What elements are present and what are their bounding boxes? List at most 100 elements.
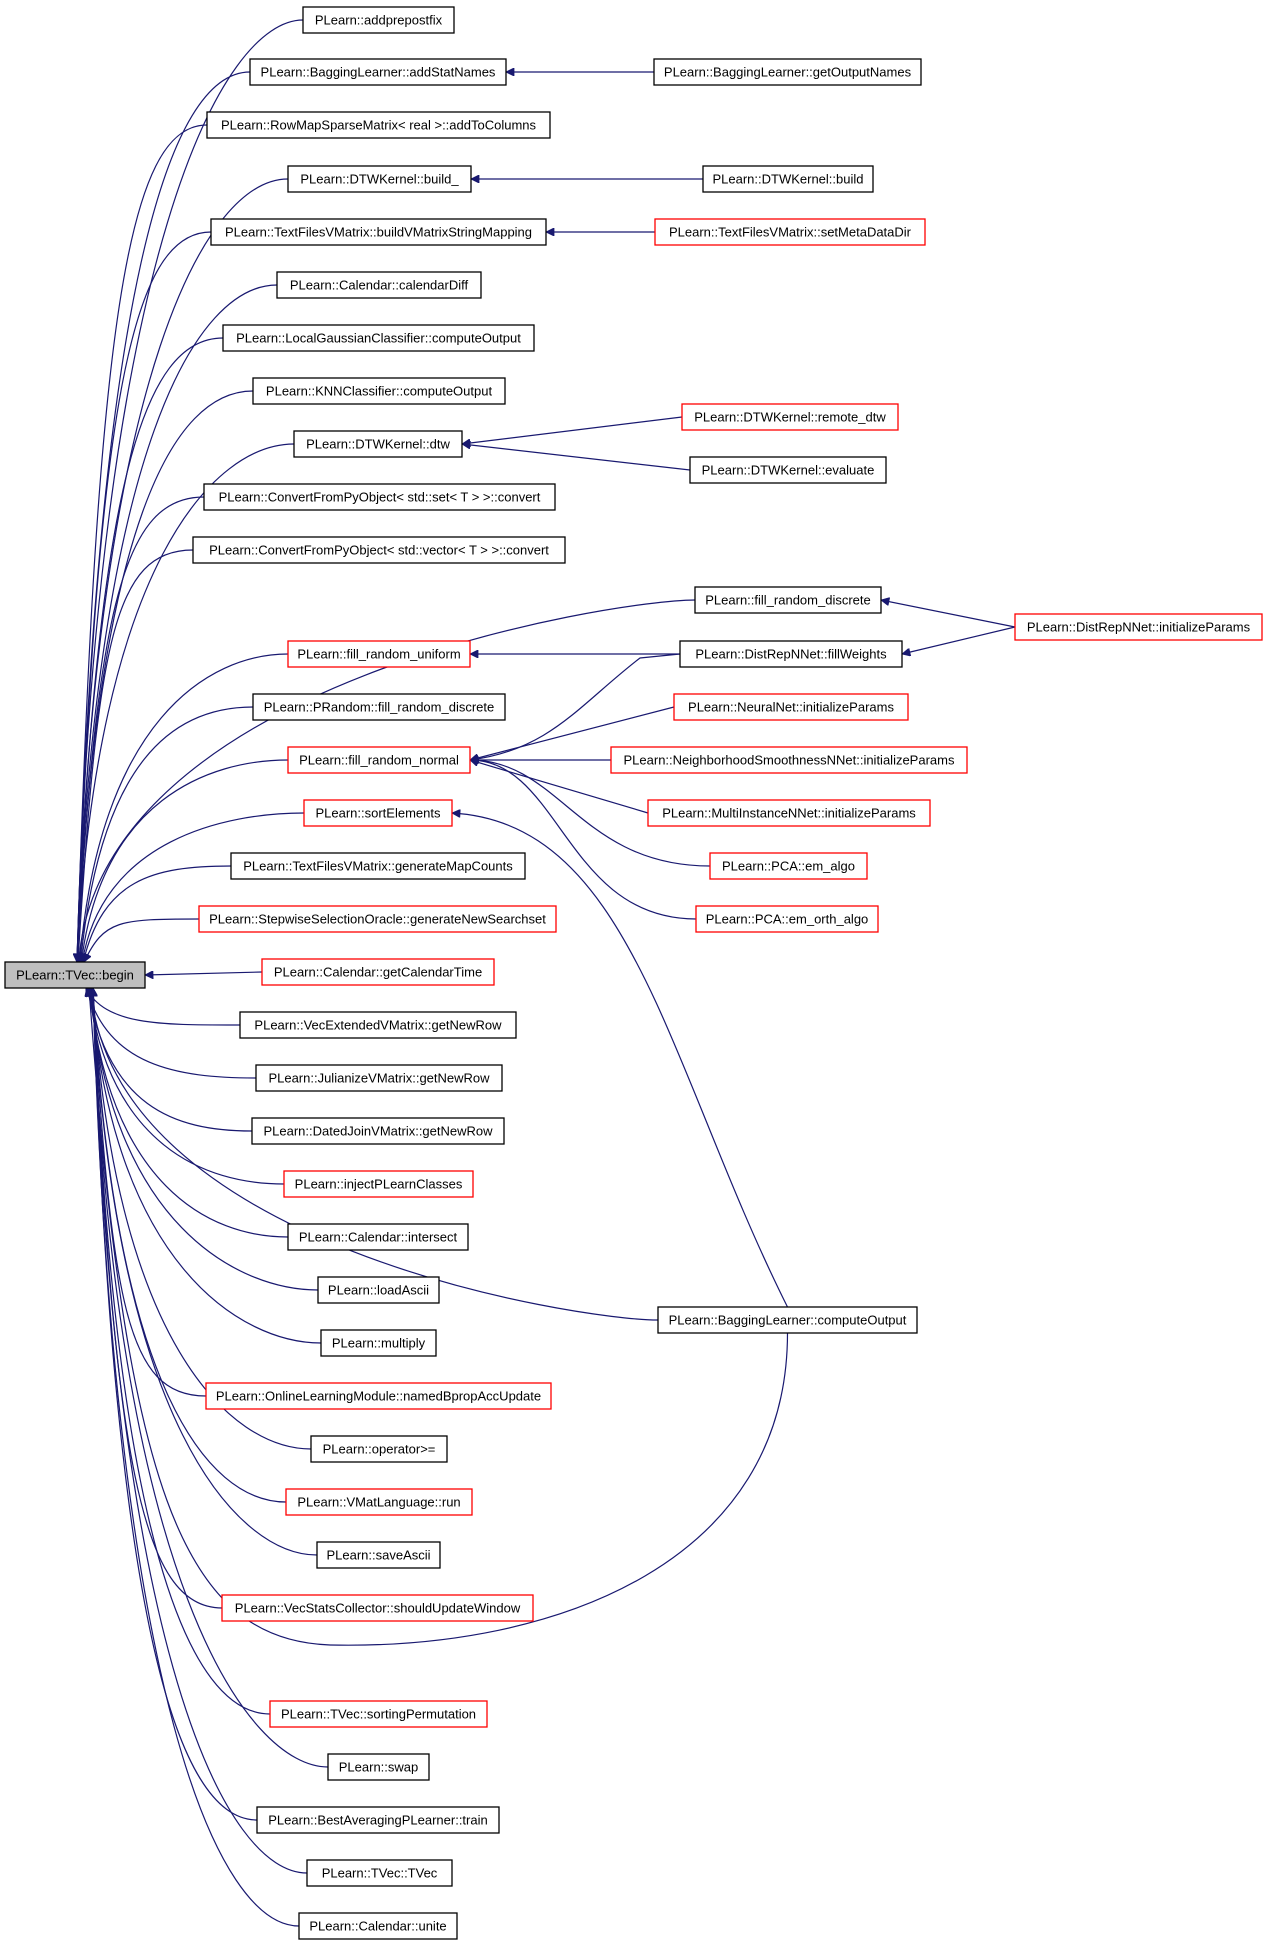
node-opge[interactable]: PLearn::operator>= [310, 1435, 448, 1463]
node-sortperm[interactable]: PLearn::TVec::sortingPermutation [269, 1700, 488, 1728]
node-box [255, 1064, 503, 1092]
node-label: PLearn::DistRepNNet::fillWeights [695, 647, 887, 662]
node-box [256, 1806, 500, 1834]
node-box [293, 430, 463, 458]
edge-bag_out-to-root [91, 988, 659, 1321]
edge-opge-to-root [93, 988, 312, 1450]
node-box [298, 1912, 458, 1940]
edge-bag_addstat-to-root [77, 71, 251, 962]
edge-prand_frd-to-root [81, 706, 254, 962]
edge-drn_init-to-drn_fill [902, 626, 1016, 654]
node-fru[interactable]: PLearn::fill_random_uniform [287, 640, 471, 668]
node-dtw-build-[interactable]: PLearn::DTWKernel::build_ [287, 165, 472, 193]
node-tvec[interactable]: PLearn::TVec::TVec [306, 1859, 453, 1887]
node-root[interactable]: PLearn::TVec::begin [4, 961, 146, 989]
node-box [673, 693, 909, 721]
node-label: PLearn::Calendar::getCalendarTime [274, 965, 482, 980]
node-box [287, 640, 471, 668]
node-conv-vec[interactable]: PLearn::ConvertFromPyObject< std::vector… [192, 536, 566, 564]
edge-cal_diff-to-root [77, 284, 278, 962]
node-mi-init[interactable]: PLearn::MultiInstanceNNet::initializePar… [647, 799, 931, 827]
node-frd[interactable]: PLearn::fill_random_discrete [694, 586, 882, 614]
edge-rowmap-to-root [77, 124, 208, 962]
node-vsc[interactable]: PLearn::VecStatsCollector::shouldUpdateW… [221, 1594, 534, 1622]
node-box [276, 271, 482, 299]
node-label: PLearn::DTWKernel::build_ [300, 172, 459, 187]
node-box [287, 1223, 469, 1251]
node-bag-out[interactable]: PLearn::BaggingLearner::computeOutput [657, 1306, 918, 1334]
node-drn-fill[interactable]: PLearn::DistRepNNet::fillWeights [679, 640, 903, 668]
node-datedjoin[interactable]: PLearn::DatedJoinVMatrix::getNewRow [251, 1117, 505, 1145]
node-cal-int[interactable]: PLearn::Calendar::intersect [287, 1223, 469, 1251]
node-sso[interactable]: PLearn::StepwiseSelectionOracle::generat… [198, 905, 557, 933]
edge-dtw_eval-to-dtw_dtw [462, 444, 691, 471]
node-prand-frd[interactable]: PLearn::PRandom::fill_random_discrete [252, 693, 506, 721]
node-conv-set[interactable]: PLearn::ConvertFromPyObject< std::set< T… [203, 483, 556, 511]
node-tf-setmeta[interactable]: PLearn::TextFilesVMatrix::setMetaDataDir [654, 218, 926, 246]
node-pca-emorth[interactable]: PLearn::PCA::em_orth_algo [695, 905, 879, 933]
node-label: PLearn::TextFilesVMatrix::generateMapCou… [243, 859, 513, 874]
node-label: PLearn::multiply [332, 1336, 426, 1351]
node-cal-unite[interactable]: PLearn::Calendar::unite [298, 1912, 458, 1940]
node-box [647, 799, 931, 827]
node-tf-build[interactable]: PLearn::TextFilesVMatrix::buildVMatrixSt… [210, 218, 547, 246]
node-nn-init[interactable]: PLearn::NeuralNet::initializeParams [673, 693, 909, 721]
edge-cal_time-to-root [145, 972, 263, 975]
edge-multiply-to-root [91, 988, 322, 1344]
node-label: PLearn::PCA::em_algo [722, 859, 855, 874]
node-vecext[interactable]: PLearn::VecExtendedVMatrix::getNewRow [239, 1011, 517, 1039]
edge-frn-to-root [81, 759, 289, 962]
node-saveascii[interactable]: PLearn::saveAscii [316, 1541, 441, 1569]
node-label: PLearn::LocalGaussianClassifier::compute… [236, 331, 521, 346]
node-label: PLearn::saveAscii [326, 1548, 430, 1563]
node-rowmap[interactable]: PLearn::RowMapSparseMatrix< real >::addT… [206, 111, 551, 139]
node-box [681, 403, 899, 431]
node-dtw-eval[interactable]: PLearn::DTWKernel::evaluate [689, 456, 887, 484]
node-label: PLearn::TVec::TVec [322, 1866, 438, 1881]
node-knn-out[interactable]: PLearn::KNNClassifier::computeOutput [252, 377, 506, 405]
node-bestavg[interactable]: PLearn::BestAveragingPLearner::train [256, 1806, 500, 1834]
node-olm[interactable]: PLearn::OnlineLearningModule::namedBprop… [205, 1382, 552, 1410]
node-multiply[interactable]: PLearn::multiply [320, 1329, 437, 1357]
node-label: PLearn::VecStatsCollector::shouldUpdateW… [235, 1601, 521, 1616]
node-box [287, 746, 471, 774]
node-julian[interactable]: PLearn::JulianizeVMatrix::getNewRow [255, 1064, 503, 1092]
node-sortel[interactable]: PLearn::sortElements [303, 799, 453, 827]
node-swap[interactable]: PLearn::swap [327, 1753, 430, 1781]
edge-pca_emorth-to-frn [470, 760, 697, 920]
node-tf-genmap[interactable]: PLearn::TextFilesVMatrix::generateMapCou… [230, 852, 526, 880]
node-pca-em[interactable]: PLearn::PCA::em_algo [709, 852, 868, 880]
node-inject[interactable]: PLearn::injectPLearnClasses [283, 1170, 474, 1198]
node-addprepostfix[interactable]: PLearn::addprepostfix [302, 6, 455, 34]
node-dtw-dtw[interactable]: PLearn::DTWKernel::dtw [293, 430, 463, 458]
node-box [221, 1594, 534, 1622]
edge-loadascii-to-root [90, 988, 319, 1291]
node-box [210, 218, 547, 246]
node-dtw-remote[interactable]: PLearn::DTWKernel::remote_dtw [681, 403, 899, 431]
node-nsn-init[interactable]: PLearn::NeighborhoodSmoothnessNNet::init… [610, 746, 968, 774]
edge-nn_init-to-frn [470, 706, 675, 760]
edge-tvec-to-root [93, 988, 308, 1874]
node-box [205, 1382, 552, 1410]
node-label: PLearn::ConvertFromPyObject< std::set< T… [219, 490, 541, 505]
edge-dtw_remote-to-dtw_dtw [462, 416, 683, 444]
node-lgc-out[interactable]: PLearn::LocalGaussianClassifier::compute… [222, 324, 535, 352]
node-label: PLearn::addprepostfix [315, 13, 443, 28]
node-box [269, 1700, 488, 1728]
node-bag-getout[interactable]: PLearn::BaggingLearner::getOutputNames [653, 58, 922, 86]
node-cal-diff[interactable]: PLearn::Calendar::calendarDiff [276, 271, 482, 299]
node-drn-init[interactable]: PLearn::DistRepNNet::initializeParams [1014, 613, 1263, 641]
node-label: PLearn::BaggingLearner::addStatNames [261, 65, 496, 80]
node-frn[interactable]: PLearn::fill_random_normal [287, 746, 471, 774]
node-label: PLearn::fill_random_normal [299, 753, 459, 768]
node-box [261, 958, 495, 986]
node-box [283, 1170, 474, 1198]
node-loadascii[interactable]: PLearn::loadAscii [317, 1276, 440, 1304]
node-vmat-run[interactable]: PLearn::VMatLanguage::run [285, 1488, 473, 1516]
node-dtw-build[interactable]: PLearn::DTWKernel::build [702, 165, 874, 193]
node-cal-time[interactable]: PLearn::Calendar::getCalendarTime [261, 958, 495, 986]
edge-swap-to-root [93, 988, 329, 1768]
node-bag-addstat[interactable]: PLearn::BaggingLearner::addStatNames [249, 58, 507, 86]
edge-olm-to-root [92, 988, 207, 1397]
edge-vecext-to-root [85, 988, 241, 1026]
